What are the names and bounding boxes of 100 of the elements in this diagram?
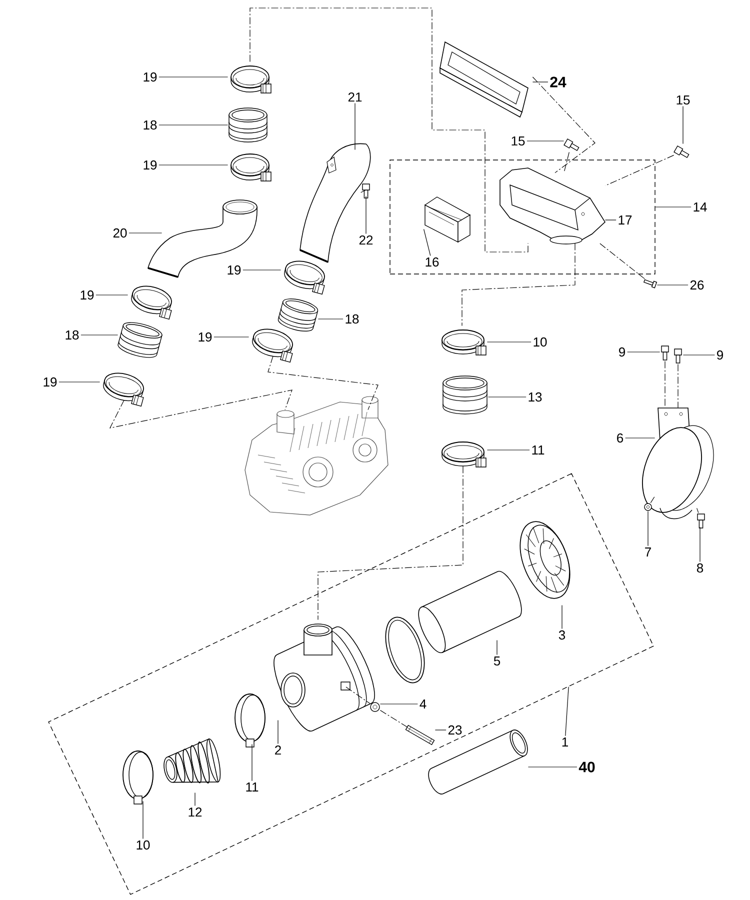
callout-number: 15 (512, 136, 525, 146)
callout-number: 10 (534, 337, 547, 347)
cover-drawing (520, 521, 570, 599)
callout-number: 19 (198, 332, 212, 342)
sleeve-drawing (228, 108, 268, 142)
hose-drawing (148, 200, 258, 278)
callout-number: 14 (694, 202, 707, 212)
callout-number: 40 (578, 762, 595, 772)
leader-line (354, 102, 356, 150)
leader-line (128, 232, 162, 234)
callout-number: 5 (494, 656, 500, 666)
dash-dot-line (318, 466, 464, 620)
dash-dot-line (109, 390, 292, 428)
callout-number: 19 (144, 72, 157, 82)
leader-line (96, 294, 128, 296)
leader-line (214, 336, 250, 338)
leader-line (194, 792, 196, 806)
leader-line (526, 140, 564, 142)
callout-number: 3 (558, 630, 566, 640)
housing-drawing (244, 396, 388, 516)
washer-drawing (370, 702, 380, 712)
dashed-group-frame (48, 473, 654, 895)
dash-dot-line (604, 154, 674, 186)
callout-number: 18 (66, 330, 79, 340)
hose-clamp-drawing (122, 750, 154, 804)
filter-housing-drawing (274, 624, 375, 732)
hose-clamp-drawing (234, 694, 266, 748)
bolt-drawing (564, 138, 580, 152)
bracket-drawing (500, 168, 606, 244)
callout-number: 24 (550, 76, 566, 88)
leader-line (682, 354, 715, 356)
nut-drawing (644, 503, 652, 511)
bolt-drawing (674, 146, 690, 158)
leader-line (318, 318, 344, 320)
hose-clamp-drawing (284, 260, 325, 295)
dash-dot-line (599, 242, 645, 280)
callout-number: 21 (348, 92, 362, 102)
callout-number: 20 (113, 228, 127, 238)
strap-bracket-drawing (642, 408, 714, 520)
leader-line (656, 284, 688, 286)
bolt-drawing (674, 348, 682, 364)
hose-clamp-drawing (442, 442, 486, 468)
hose-clamp-drawing (230, 154, 272, 182)
leader-line (565, 686, 569, 736)
sleeve-drawing (118, 322, 162, 358)
callout-number: 19 (144, 160, 157, 170)
sleeve-drawing (278, 298, 318, 332)
dash-dot-line (696, 508, 699, 514)
bellows-drawing (164, 738, 221, 784)
sleeve-drawing (442, 376, 488, 414)
callout-number: 18 (144, 120, 157, 130)
hose-clamp-drawing (103, 372, 144, 407)
callout-number: 10 (136, 840, 150, 850)
callout-number: 8 (696, 563, 704, 573)
callout-number: 22 (359, 235, 373, 245)
bolt-drawing (697, 514, 705, 528)
leader-line (80, 334, 118, 336)
callout-number: 16 (426, 257, 439, 267)
leader-line (682, 106, 684, 144)
callout-number: 19 (44, 377, 57, 387)
dash-dot-line (360, 190, 366, 193)
hose-clamp-drawing (131, 286, 172, 320)
callout-number: 17 (618, 216, 632, 224)
hose-clamp-drawing (252, 328, 293, 363)
dash-dot-line (268, 356, 378, 410)
hose-clamp-drawing (442, 330, 486, 356)
dash-dot-line (462, 242, 576, 326)
hose-clamp-drawing (230, 66, 272, 94)
leader-line (158, 164, 228, 166)
dash-dot-line (664, 360, 666, 408)
leader-line (496, 640, 498, 656)
callout-number: 11 (246, 782, 258, 792)
callout-number: 6 (617, 433, 624, 443)
leader-line (142, 800, 144, 839)
callout-number: 26 (690, 280, 704, 290)
callout-number: 13 (528, 392, 542, 402)
callout-number: 4 (420, 700, 426, 708)
dash-dot-line (532, 76, 596, 174)
dash-dot-line (650, 496, 656, 504)
callout-number: 1 (562, 738, 568, 746)
dash-dot-line (380, 710, 409, 728)
callout-number: 12 (188, 807, 202, 817)
bolt-drawing (661, 346, 669, 360)
leader-line (158, 76, 228, 78)
callout-number: 15 (676, 95, 690, 105)
leader-line (528, 766, 578, 768)
callout-number: 19 (80, 290, 94, 300)
callout-number: 9 (619, 347, 625, 357)
callout-number: 18 (346, 314, 359, 324)
callout-number: 2 (275, 745, 281, 755)
leader-line (488, 396, 526, 398)
dash-dot-line (564, 152, 570, 174)
dashed-group-frame (390, 160, 656, 274)
pipe-drawing (300, 143, 371, 263)
leader-line (158, 124, 228, 126)
screw-drawing (643, 279, 658, 288)
callout-number: 7 (645, 548, 651, 556)
bolt-drawing (362, 184, 370, 198)
callout-number: 19 (228, 265, 241, 275)
callout-number: 23 (448, 725, 462, 735)
